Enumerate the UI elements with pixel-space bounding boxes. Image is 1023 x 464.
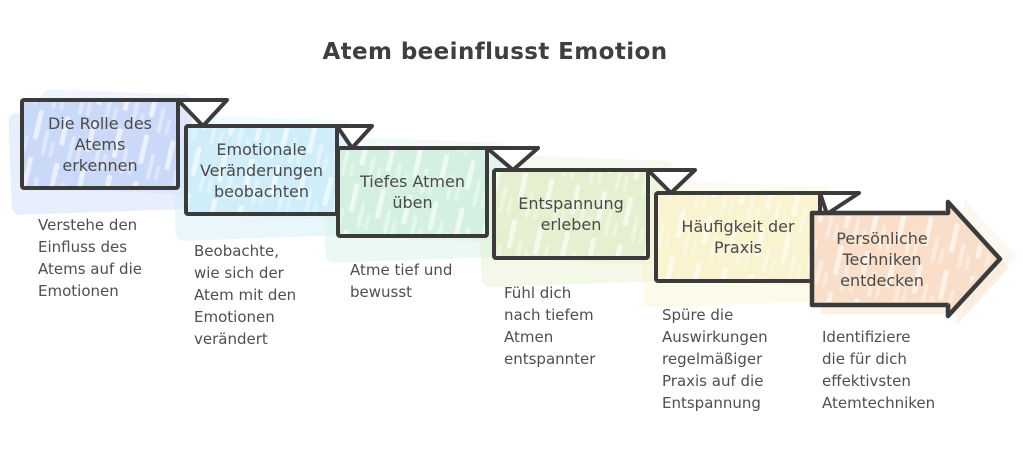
step-2-shape — [184, 124, 374, 216]
step-6-shape — [809, 199, 1003, 319]
step-1-texture — [24, 102, 176, 186]
step-1-shape — [20, 98, 229, 190]
step-4-texture — [496, 172, 646, 256]
step-6-texture — [815, 210, 994, 308]
step-3-fold — [485, 146, 540, 172]
step-4-fold — [646, 168, 697, 195]
step-4-description: Fühl dich nach tiefem Atmen entspannter — [504, 284, 596, 368]
step-5-fold — [818, 191, 861, 216]
step-1-description: Verstehe den Einfluss des Atems auf die … — [38, 216, 142, 300]
step-5-texture — [658, 195, 818, 279]
step-6-description: Identifiziere die für dich effektivsten … — [822, 328, 936, 412]
step-4-shape — [492, 168, 697, 260]
diagram-title: Atem beeinflusst Emotion — [322, 39, 668, 65]
step-3-texture — [340, 150, 485, 234]
step-3-shape — [336, 146, 540, 238]
step-2-description: Beobachte, wie sich der Atem mit den Emo… — [194, 242, 297, 348]
step-5-description: Spüre die Auswirkungen regelmäßiger Prax… — [662, 306, 768, 412]
step-3-description: Atme tief und bewusst — [350, 261, 453, 301]
step-1-fold — [176, 98, 229, 128]
step-5-shape — [654, 191, 861, 283]
step-2-texture — [188, 128, 335, 212]
step-2-fold — [335, 124, 374, 150]
